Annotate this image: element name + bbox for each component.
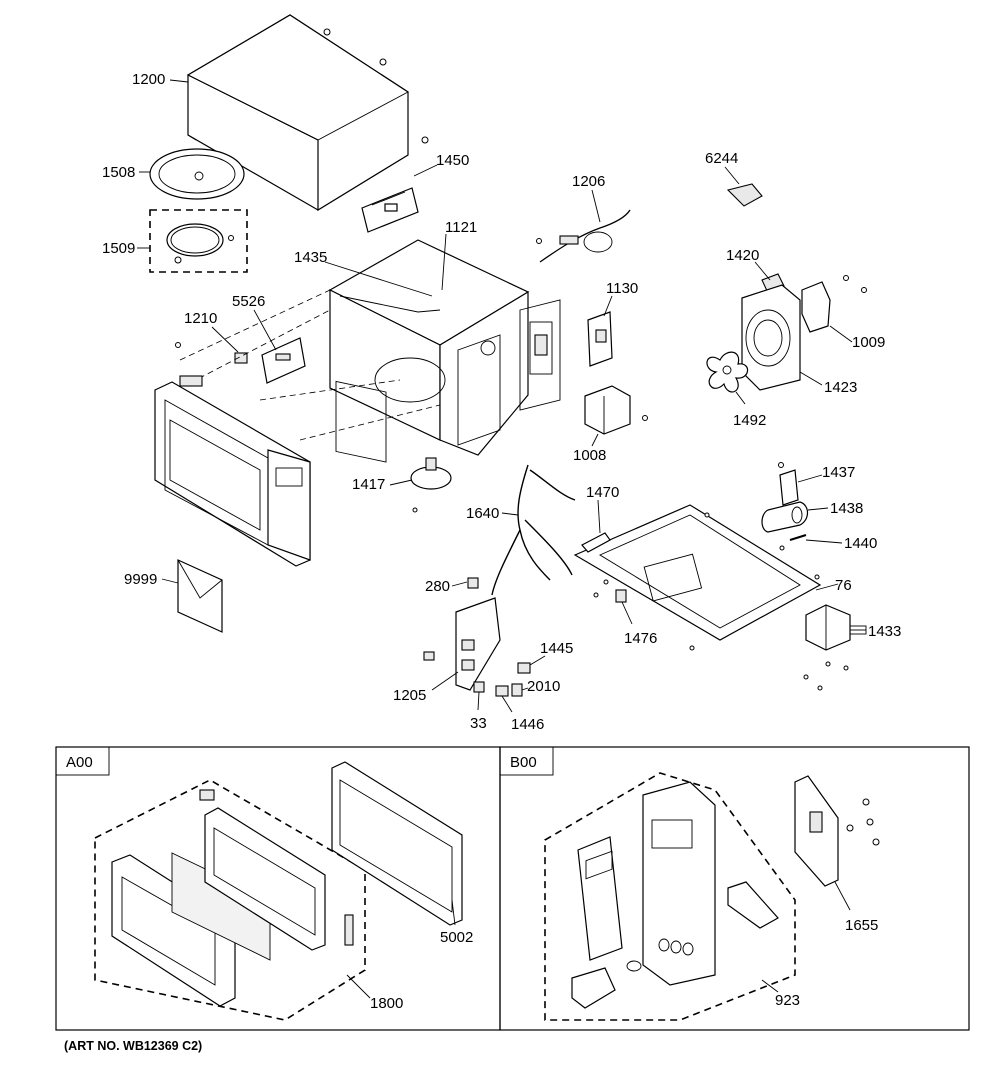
box-label-b00: B00 <box>510 754 537 771</box>
callout-1420: 1420 <box>726 247 759 264</box>
door-release-button[interactable] <box>571 960 642 1009</box>
transformer-1008[interactable] <box>584 385 648 435</box>
bracket-1437[interactable] <box>778 462 799 506</box>
callout-9999: 9999 <box>124 571 157 588</box>
door-group-outline <box>94 779 366 1021</box>
callout-1640: 1640 <box>466 505 499 522</box>
bracket-1470[interactable] <box>581 532 611 553</box>
box-label-a00: A00 <box>66 754 93 771</box>
harness-1206[interactable] <box>536 209 631 263</box>
door-inner-panel[interactable] <box>199 789 354 951</box>
roller-ring-group-box <box>149 209 248 273</box>
fuse-280[interactable] <box>467 577 479 589</box>
art-number: (ART NO. WB12369 C2) <box>64 1039 202 1053</box>
switch-1446[interactable] <box>495 685 509 697</box>
callout-1130: 1130 <box>606 280 638 297</box>
oven-cavity[interactable] <box>328 239 561 463</box>
callout-1200: 1200 <box>132 71 165 88</box>
callout-1423: 1423 <box>824 379 857 396</box>
keypad-membrane[interactable] <box>577 836 623 961</box>
switch-1210[interactable] <box>175 342 248 364</box>
door-choke-5002[interactable] <box>331 761 463 926</box>
turntable-tray[interactable] <box>149 148 245 200</box>
callout-2010: 2010 <box>527 678 560 695</box>
callout-1417: 1417 <box>352 476 385 493</box>
callout-5002: 5002 <box>440 929 473 946</box>
callout-1210: 1210 <box>184 310 217 327</box>
callout-1446: 1446 <box>511 716 544 733</box>
plate-5526[interactable] <box>261 337 306 384</box>
callout-923: 923 <box>775 992 800 1009</box>
fan-duct-1423[interactable] <box>741 284 801 391</box>
callout-1445: 1445 <box>540 640 573 657</box>
turntable-motor-1417[interactable] <box>410 457 452 513</box>
latch-lever[interactable] <box>727 881 779 929</box>
door-assembly[interactable] <box>154 375 311 567</box>
callout-33: 33 <box>470 715 487 732</box>
callout-1438: 1438 <box>830 500 863 517</box>
manual-9999[interactable] <box>177 559 223 633</box>
roller-ring[interactable] <box>166 223 234 264</box>
control-panel-group-outline <box>544 772 796 1021</box>
part-6244[interactable] <box>726 183 763 207</box>
fan-motor-1009[interactable] <box>801 275 867 333</box>
foot-1476[interactable] <box>615 589 627 603</box>
control-board-1655[interactable] <box>794 775 880 887</box>
outer-case[interactable] <box>186 14 429 212</box>
latch-board-1205[interactable] <box>423 597 501 691</box>
mount-1130[interactable] <box>587 311 613 367</box>
base-plate-76[interactable] <box>573 504 822 651</box>
callout-1800: 1800 <box>370 995 403 1012</box>
callout-1655: 1655 <box>845 917 878 934</box>
callout-76: 76 <box>835 577 852 594</box>
callout-1008: 1008 <box>573 447 606 464</box>
callout-1509: 1509 <box>102 240 135 257</box>
switch-1445[interactable] <box>517 662 531 674</box>
callout-1450: 1450 <box>436 152 469 169</box>
fan-blade-1492[interactable] <box>706 351 749 393</box>
diode-1440[interactable] <box>779 534 807 551</box>
callout-1476: 1476 <box>624 630 657 647</box>
bracket-1450[interactable] <box>361 187 419 233</box>
callout-1437: 1437 <box>822 464 855 481</box>
callout-1433: 1433 <box>868 623 901 640</box>
callout-1009: 1009 <box>852 334 885 351</box>
callout-1206: 1206 <box>572 173 605 190</box>
transformer-1433[interactable] <box>803 604 867 691</box>
callout-1205: 1205 <box>393 687 426 704</box>
part-33[interactable] <box>473 681 485 693</box>
callout-1435: 1435 <box>294 249 327 266</box>
switch-2010[interactable] <box>511 683 523 697</box>
sub-assembly-box-b00 <box>499 746 970 1031</box>
callout-1492: 1492 <box>733 412 766 429</box>
callout-1440: 1440 <box>844 535 877 552</box>
callout-6244: 6244 <box>705 150 738 167</box>
callout-1508: 1508 <box>102 164 135 181</box>
callout-1121: 1121 <box>445 219 477 236</box>
callout-5526: 5526 <box>232 293 265 310</box>
wire-harness-1640[interactable] <box>491 464 576 596</box>
callout-1470: 1470 <box>586 484 619 501</box>
capacitor-1438[interactable] <box>761 501 809 533</box>
control-panel-frame[interactable] <box>642 781 716 986</box>
callout-280: 280 <box>425 578 450 595</box>
